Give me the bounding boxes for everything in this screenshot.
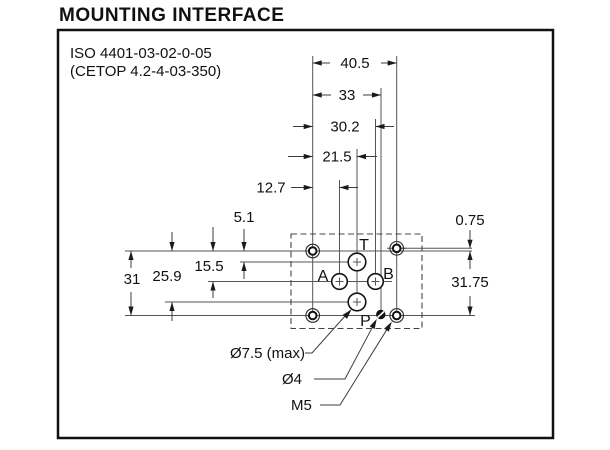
port-a xyxy=(330,272,349,291)
page-title: MOUNTING INTERFACE xyxy=(59,5,284,26)
dimension-col-25-9: 25.9 xyxy=(152,232,182,321)
dimension-label-5-1: 5.1 xyxy=(234,209,255,226)
dimension-row-30-2: 30.2 xyxy=(293,119,394,136)
callout-pin-diameter: Ø4 xyxy=(282,371,302,388)
pin-hole xyxy=(376,309,386,320)
drawing-frame xyxy=(56,28,555,440)
callout-port-diameter: Ø7.5 (max) xyxy=(230,345,305,362)
dimension-label-40-5: 40.5 xyxy=(340,55,369,72)
dimension-label-15-5: 15.5 xyxy=(194,258,223,275)
port-label-a: A xyxy=(318,268,329,285)
dimension-label-31-75: 31.75 xyxy=(451,274,489,291)
bolt-hole-top-left xyxy=(303,243,323,259)
port-label-t: T xyxy=(359,237,369,254)
leader-pin-hole xyxy=(314,318,377,380)
dimension-col-31-75: 31.75 xyxy=(451,274,489,316)
standard-designation: ISO 4401-03-02-0-05 (CETOP 4.2-4-03-350) xyxy=(70,45,221,80)
leader-bolt-thread xyxy=(320,321,392,406)
dimension-label-30-2: 30.2 xyxy=(330,119,359,136)
bolt-hole-top-right xyxy=(387,240,407,256)
port-label-p: P xyxy=(360,313,371,330)
dimension-label-12-7: 12.7 xyxy=(256,180,285,197)
bolt-hole-bottom-right xyxy=(387,308,407,323)
dimension-label-25-9: 25.9 xyxy=(152,268,181,285)
dimension-label-33: 33 xyxy=(339,87,356,104)
bolt-hole-bottom-left xyxy=(303,308,323,323)
dimension-label-31: 31 xyxy=(124,271,141,288)
iso-standard-label: ISO 4401-03-02-0-05 xyxy=(70,45,212,62)
port-label-b: B xyxy=(383,266,394,283)
cetop-standard-label: (CETOP 4.2-4-03-350) xyxy=(70,63,221,80)
dimension-label-0-75: 0.75 xyxy=(455,212,484,229)
port-b xyxy=(366,272,385,291)
dimension-row-40-5: 40.5 xyxy=(312,55,397,72)
dimension-label-21-5: 21.5 xyxy=(322,149,351,166)
dimension-row-12-7: 12.7 xyxy=(256,180,358,197)
dimension-col-31: 31 xyxy=(124,251,141,316)
dimension-row-21-5: 21.5 xyxy=(288,149,377,166)
port-p xyxy=(347,292,367,312)
port-t xyxy=(347,252,367,272)
dimension-col-0-75: 0.75 xyxy=(455,212,485,269)
leader-port-diameter xyxy=(305,309,352,354)
dimension-row-33: 33 xyxy=(312,87,381,104)
dimension-col-5-1: 5.1 xyxy=(234,209,255,279)
extension-lines-vertical xyxy=(312,56,398,316)
callout-bolt-thread: M5 xyxy=(291,397,312,414)
extension-lines-horizontal xyxy=(125,247,475,316)
valve-body-outline xyxy=(290,233,423,330)
dimension-col-15-5: 15.5 xyxy=(194,227,224,298)
